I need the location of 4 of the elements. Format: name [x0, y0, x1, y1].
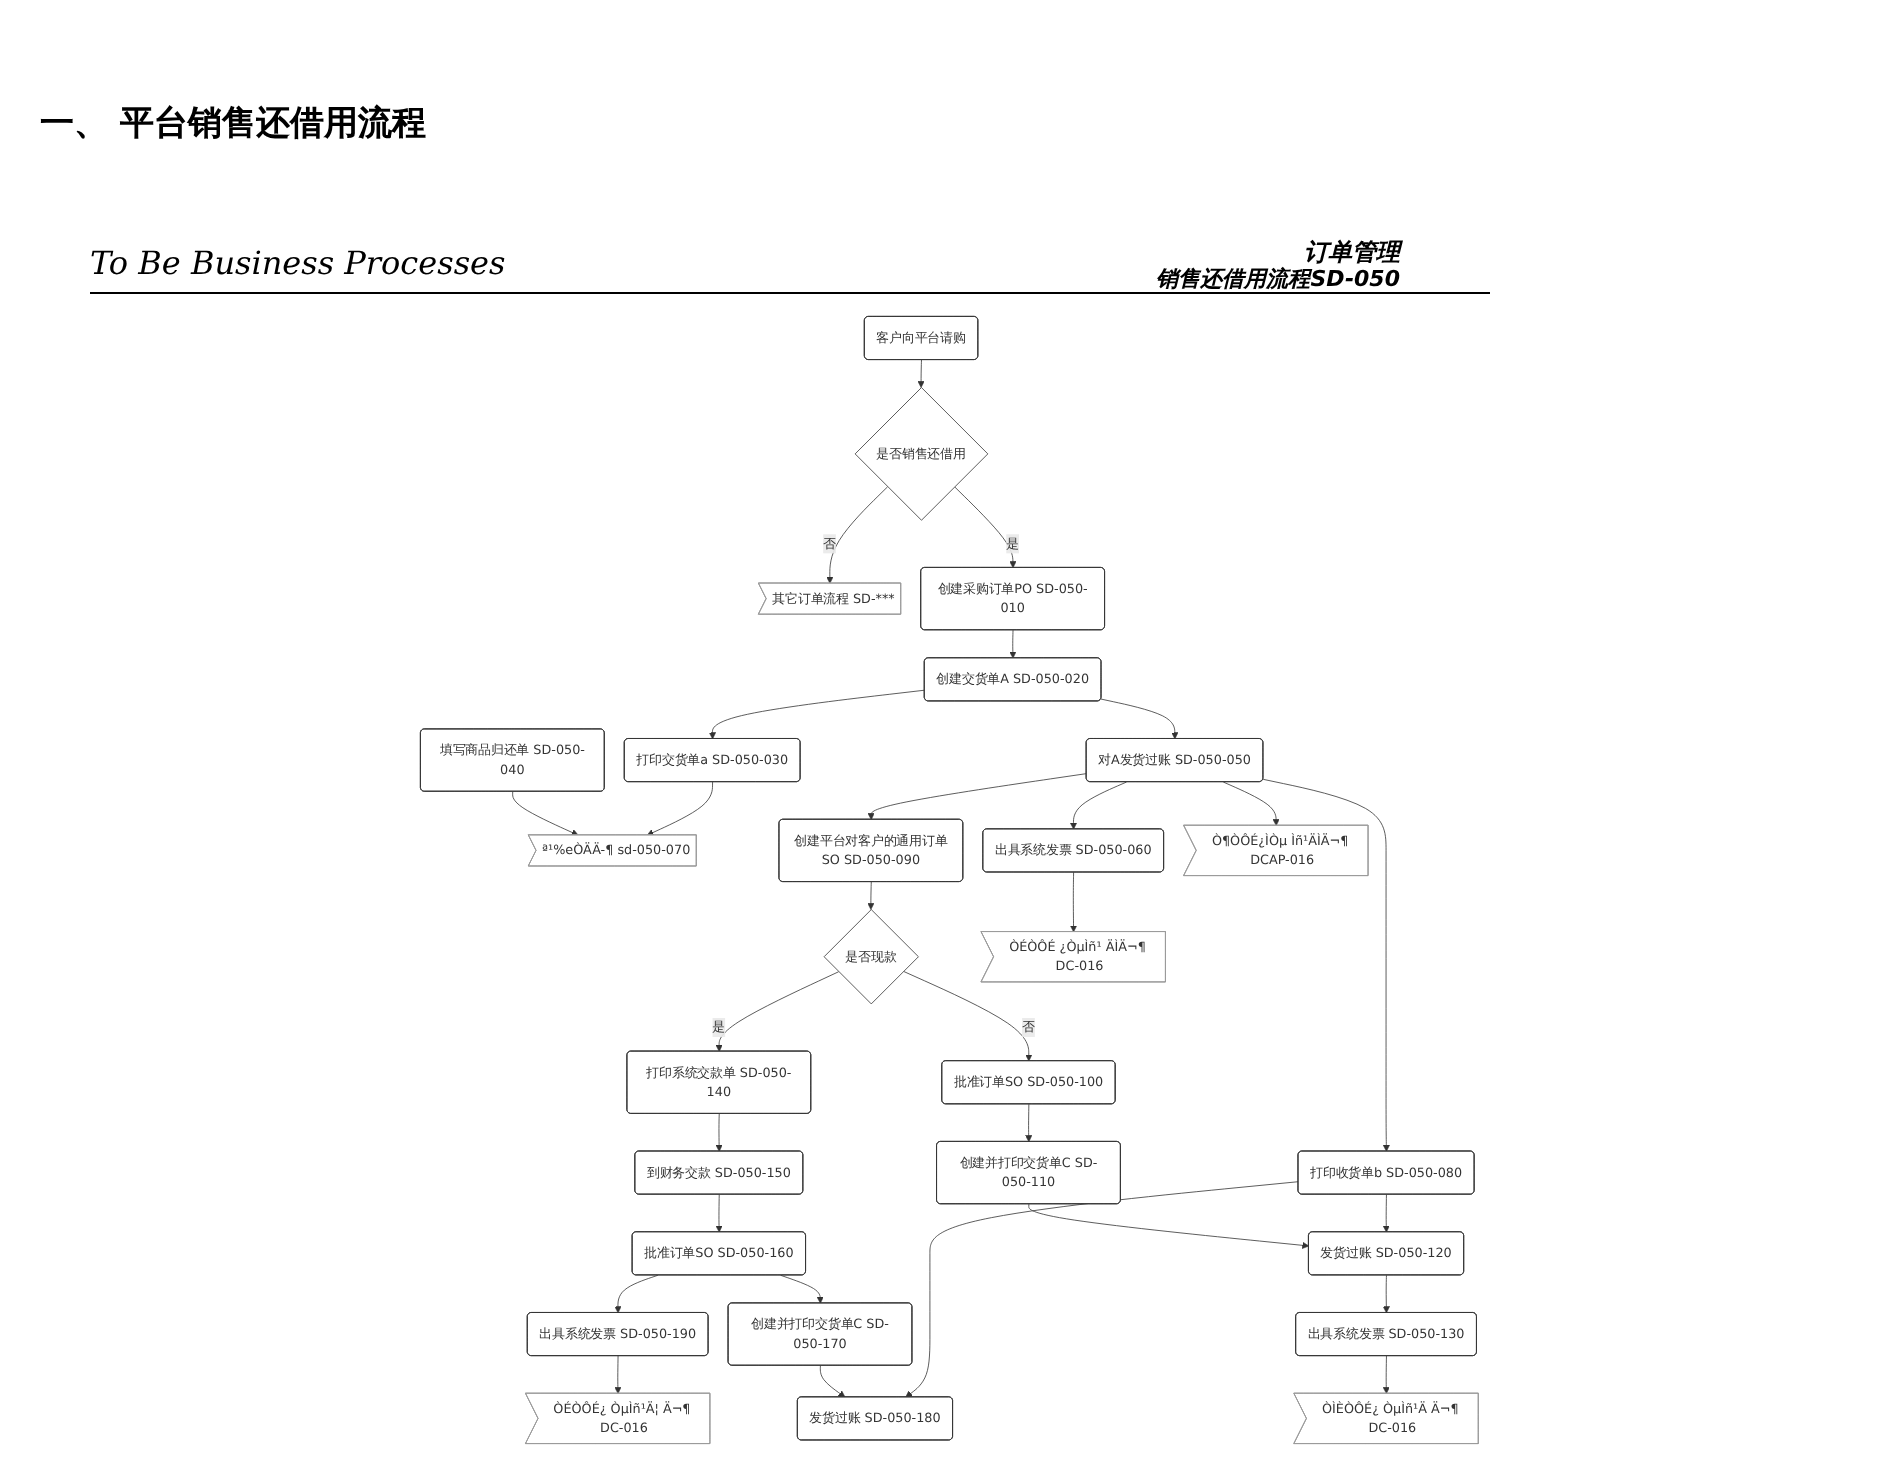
header-title: To Be Business Processes	[90, 244, 506, 282]
header-label: 销售还借用流程SD-050	[1156, 264, 1400, 294]
page-heading: 一、 平台销售还借用流程	[40, 102, 426, 146]
header-label: 订单管理	[1304, 236, 1400, 269]
